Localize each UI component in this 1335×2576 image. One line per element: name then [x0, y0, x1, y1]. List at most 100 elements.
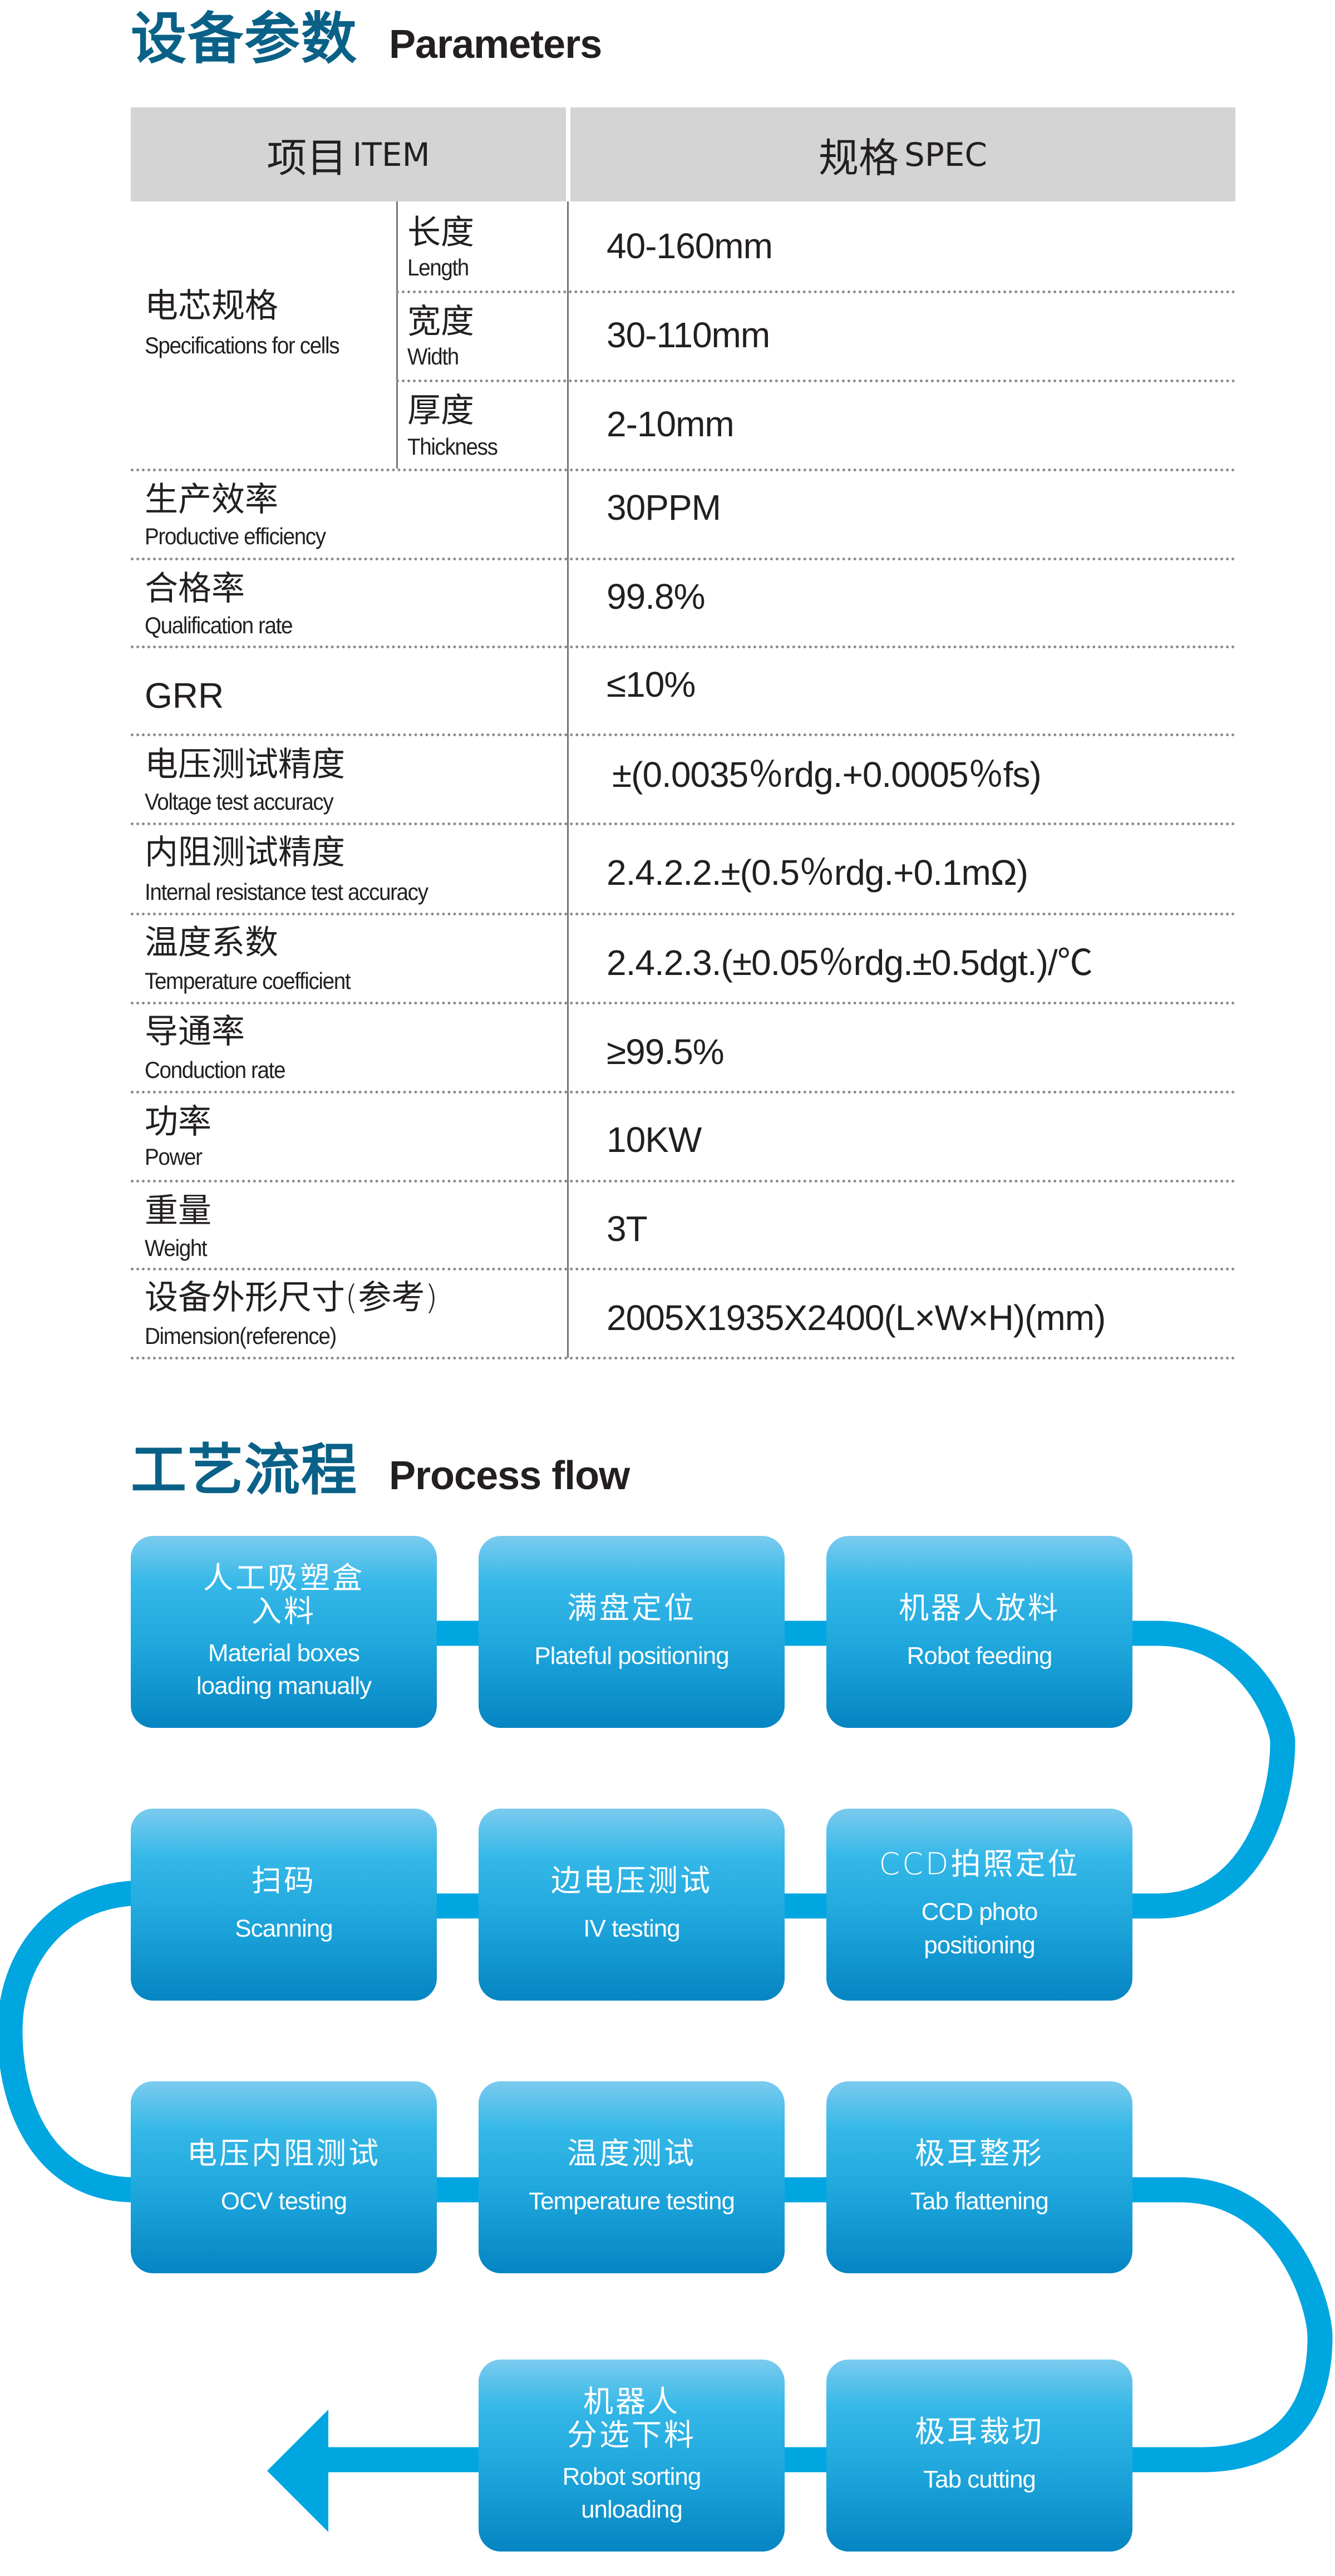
row-divider [131, 1180, 1235, 1183]
step-label-en: OCV testing [220, 2188, 347, 2215]
step-label-cn: 电压内阻测试 [187, 2135, 381, 2171]
row-label-cn: 导通率 [145, 1012, 245, 1051]
spec-value: 2.4.2.2.±(0.5％rdg.+0.1mΩ) [607, 853, 1028, 893]
row-label-en: Productive efficiency [145, 523, 326, 549]
sub-column-divider [396, 201, 398, 469]
flow-step-tab-cutting: 极耳裁切 Tab cutting [826, 2360, 1132, 2552]
step-label-en: CCD photo positioning [921, 1898, 1038, 1959]
flow-step-robot-feeding: 机器人放料 Robot feeding [826, 1536, 1132, 1728]
spec-value: 99.8% [607, 577, 705, 617]
row-label-cn: 生产效率 [145, 480, 278, 519]
row-label-en: Qualification rate [145, 612, 293, 638]
row-label-en: Power [145, 1144, 203, 1170]
spec-value: ≥99.5% [607, 1032, 725, 1072]
row-label-en: Dimension(reference) [145, 1323, 337, 1349]
flow-step-ocv-testing: 电压内阻测试 OCV testing [131, 2081, 437, 2273]
row-label-en: Internal resistance test accuracy [145, 879, 428, 905]
row-divider [131, 1091, 1235, 1094]
row-label-cn: 内阻测试精度 [145, 833, 345, 872]
spec-value: 40-160mm [607, 226, 773, 266]
step-label-cn: 极耳裁切 [915, 2414, 1044, 2449]
row-label-cn: 温度系数 [145, 923, 278, 962]
row-label-cn: 功率 [145, 1102, 211, 1141]
step-label-en: Robot feeding [907, 1642, 1053, 1670]
process-flow-title-en: Process flow [389, 1454, 630, 1498]
row-label-cn: 电压测试精度 [145, 745, 345, 784]
step-label-en: Tab flattening [910, 2188, 1049, 2215]
flow-step-iv-testing: 边电压测试 IV testing [479, 1809, 785, 2001]
spec-value: 2-10mm [607, 404, 735, 444]
spec-value: 2.4.2.3.(±0.05％rdg.±0.5dgt.)/℃ [607, 943, 1093, 983]
step-label-cn: 机器人放料 [899, 1590, 1060, 1626]
row-label-en: Conduction rate [145, 1057, 285, 1083]
row-divider [396, 380, 1235, 382]
sub-label-en: Length [407, 254, 469, 280]
row-label-cn: 设备外形尺寸(参考) [145, 1278, 438, 1317]
step-label-en: Material boxes loading manually [196, 1639, 372, 1700]
parameters-title-en: Parameters [389, 22, 602, 67]
header-spec-en: SPEC [904, 135, 987, 174]
spec-value: 3T [607, 1209, 648, 1249]
step-label-cn: 满盘定位 [567, 1590, 696, 1626]
header-spec-cn: 规格 [819, 135, 899, 181]
flow-step-temperature-testing: 温度测试 Temperature testing [479, 2081, 785, 2273]
step-label-cn: 极耳整形 [915, 2135, 1044, 2171]
process-flow-title-cn: 工艺流程 [131, 1437, 358, 1503]
step-label-cn: 扫码 [252, 1863, 316, 1898]
arrow-left-icon [267, 2410, 328, 2532]
flow-step-ccd-positioning: CCD拍照定位 CCD photo positioning [826, 1809, 1132, 2001]
parameters-title-cn: 设备参数 [131, 6, 358, 71]
header-item-en: ITEM [352, 135, 430, 174]
spec-value: 30-110mm [607, 315, 770, 355]
header-divider [566, 107, 570, 201]
spec-value: 30PPM [607, 487, 721, 528]
row-label-cn: 合格率 [145, 569, 245, 608]
step-label-en: Plateful positioning [534, 1642, 729, 1670]
step-label-cn: 机器人 分选下料 [567, 2383, 696, 2453]
row-divider [131, 1268, 1235, 1270]
row-label-en: Voltage test accuracy [145, 789, 334, 815]
row-divider [131, 469, 1235, 471]
step-label-en: Temperature testing [529, 2188, 735, 2215]
parameters-section-title: 设备参数 Parameters [131, 0, 602, 74]
row-divider [131, 822, 1235, 825]
step-label-en: IV testing [583, 1915, 680, 1943]
row-divider [131, 733, 1235, 736]
step-label-en: Tab cutting [923, 2466, 1036, 2494]
step-label-cn: CCD拍照定位 [879, 1846, 1080, 1881]
row-divider [396, 290, 1235, 293]
column-divider [567, 201, 569, 1358]
sub-label-en: Thickness [407, 434, 498, 460]
step-label-cn: 边电压测试 [551, 1863, 712, 1898]
spec-value: 10KW [607, 1120, 702, 1160]
row-divider [131, 1357, 1235, 1360]
row-divider [131, 1002, 1235, 1004]
header-item-cn: 项目 [267, 135, 347, 181]
flow-step-robot-sorting-unloading: 机器人 分选下料 Robot sorting unloading [479, 2360, 785, 2552]
flow-step-scanning: 扫码 Scanning [131, 1809, 437, 2001]
sub-label-en: Width [407, 343, 459, 370]
step-label-cn: 温度测试 [567, 2135, 696, 2171]
row-divider [131, 558, 1235, 560]
row-label-en: Temperature coefficient [145, 968, 351, 994]
row-label-en: Weight [145, 1235, 208, 1261]
row-divider [131, 913, 1235, 915]
flow-step-plateful-positioning: 满盘定位 Plateful positioning [479, 1536, 785, 1728]
flow-step-tab-flattening: 极耳整形 Tab flattening [826, 2081, 1132, 2273]
flow-step-material-loading: 人工吸塑盒 入料 Material boxes loading manually [131, 1536, 437, 1728]
spec-value: ±(0.0035％rdg.+0.0005％fs) [612, 755, 1042, 795]
sub-label-cn: 长度 [407, 213, 474, 252]
spec-value: 2005X1935X2400(L×W×H)(mm) [607, 1298, 1106, 1338]
row-label-cn: 重量 [145, 1191, 211, 1230]
step-label-cn: 人工吸塑盒 入料 [203, 1560, 364, 1629]
row-divider [131, 646, 1235, 648]
sub-label-cn: 宽度 [407, 302, 474, 341]
spec-value: ≤10% [607, 664, 696, 705]
process-flow-section-title: 工艺流程 Process flow [131, 1425, 630, 1505]
step-label-en: Scanning [235, 1915, 333, 1943]
row-label-cn: GRR [145, 676, 224, 716]
cell-spec-group-cn: 电芯规格 [145, 287, 278, 326]
